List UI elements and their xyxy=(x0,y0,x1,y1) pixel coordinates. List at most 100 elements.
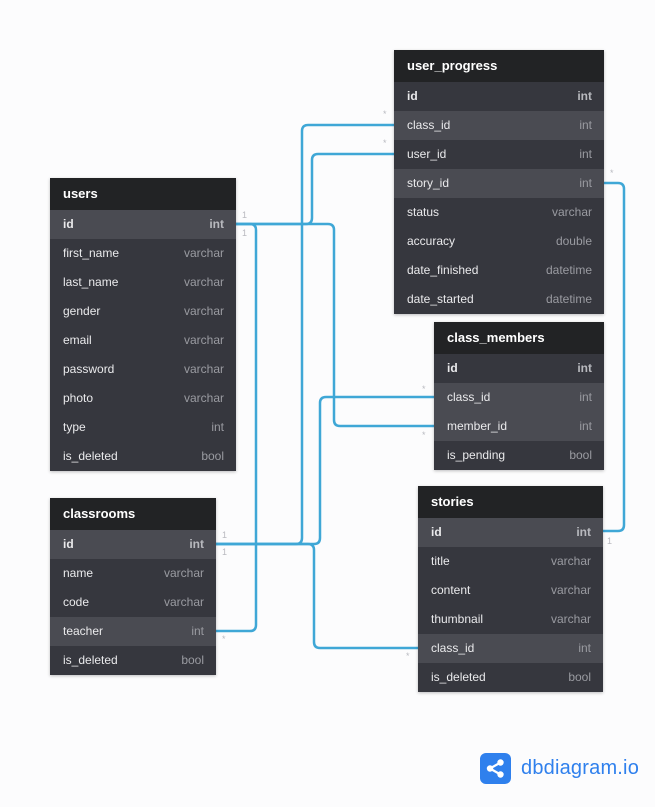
cardinality-one-label: 1 xyxy=(607,536,613,546)
field-type: varchar xyxy=(551,205,592,219)
field-type: int xyxy=(579,390,592,404)
field-name: email xyxy=(63,333,92,347)
field-type: int xyxy=(576,525,591,539)
field-name: teacher xyxy=(63,624,104,638)
share-nodes-icon xyxy=(480,753,511,784)
field-type: varchar xyxy=(183,275,224,289)
field-name: class_id xyxy=(431,641,475,655)
field-name: story_id xyxy=(407,176,450,190)
table-title[interactable]: users xyxy=(50,178,236,210)
dbdiagram-brand[interactable]: dbdiagram.io xyxy=(480,753,639,784)
field-name: status xyxy=(407,205,440,219)
field-type: varchar xyxy=(163,595,204,609)
field-row[interactable]: content varchar xyxy=(418,576,603,605)
field-row[interactable]: id int xyxy=(50,530,216,559)
field-name: type xyxy=(63,420,86,434)
cardinality-many-label: * xyxy=(610,168,614,178)
field-name: is_deleted xyxy=(431,670,486,684)
cardinality-many-label: * xyxy=(406,651,410,661)
field-name: content xyxy=(431,583,471,597)
field-type: bool xyxy=(568,670,591,684)
field-type: int xyxy=(577,361,592,375)
field-type: int xyxy=(189,537,204,551)
brand-name: dbdiagram.io xyxy=(521,757,640,779)
field-type: int xyxy=(579,419,592,433)
field-name: code xyxy=(63,595,90,609)
link-classrooms-id-class-members-class-id[interactable] xyxy=(216,395,434,546)
field-name: gender xyxy=(63,304,101,318)
field-type: varchar xyxy=(550,554,591,568)
table-title[interactable]: classrooms xyxy=(50,498,216,530)
field-row[interactable]: last_name varchar xyxy=(50,268,236,297)
field-name: date_finished xyxy=(407,263,479,277)
cardinality-many-label: * xyxy=(422,384,426,394)
field-row[interactable]: is_pending bool xyxy=(434,441,604,470)
field-name: last_name xyxy=(63,275,119,289)
field-name: id xyxy=(63,537,74,551)
field-row[interactable]: id int xyxy=(434,354,604,383)
link-classrooms-id-user-progress-class-id[interactable] xyxy=(216,123,394,546)
link-users-id-class-members-member-id[interactable] xyxy=(236,222,434,428)
table-title[interactable]: user_progress xyxy=(394,50,604,82)
link-classrooms-id-stories-class-id[interactable] xyxy=(216,542,418,650)
table-title[interactable]: class_members xyxy=(434,322,604,354)
table-title[interactable]: stories xyxy=(418,486,603,518)
cardinality-one-label: 1 xyxy=(222,530,228,540)
link-users-id-user-progress-user-id[interactable] xyxy=(236,152,394,226)
field-type: varchar xyxy=(183,304,224,318)
field-name: class_id xyxy=(447,390,491,404)
cardinality-one-label: 1 xyxy=(222,547,228,557)
field-row[interactable]: id int xyxy=(394,82,604,111)
link-stories-id-user-progress-story-id[interactable] xyxy=(603,181,626,533)
field-type: int xyxy=(579,147,592,161)
cardinality-one-label: 1 xyxy=(242,210,248,220)
link-users-id-classrooms-teacher[interactable] xyxy=(216,222,258,633)
field-type: int xyxy=(209,217,224,231)
field-row[interactable]: status varchar xyxy=(394,198,604,227)
field-row[interactable]: email varchar xyxy=(50,326,236,355)
field-type: bool xyxy=(569,448,592,462)
field-row[interactable]: class_id int xyxy=(434,383,604,412)
field-name: member_id xyxy=(447,419,508,433)
field-name: id xyxy=(447,361,458,375)
field-row[interactable]: gender varchar xyxy=(50,297,236,326)
field-name: thumbnail xyxy=(431,612,484,626)
field-type: int xyxy=(577,89,592,103)
field-name: is_deleted xyxy=(63,653,118,667)
field-row[interactable]: is_deleted bool xyxy=(418,663,603,692)
field-row[interactable]: code varchar xyxy=(50,588,216,617)
field-row[interactable]: member_id int xyxy=(434,412,604,441)
field-name: name xyxy=(63,566,94,580)
field-row[interactable]: teacher int xyxy=(50,617,216,646)
field-type: varchar xyxy=(550,583,591,597)
cardinality-one-label: 1 xyxy=(242,228,248,238)
field-name: is_pending xyxy=(447,448,506,462)
field-type: int xyxy=(191,624,204,638)
field-type: varchar xyxy=(183,333,224,347)
field-name: id xyxy=(407,89,418,103)
field-name: class_id xyxy=(407,118,451,132)
